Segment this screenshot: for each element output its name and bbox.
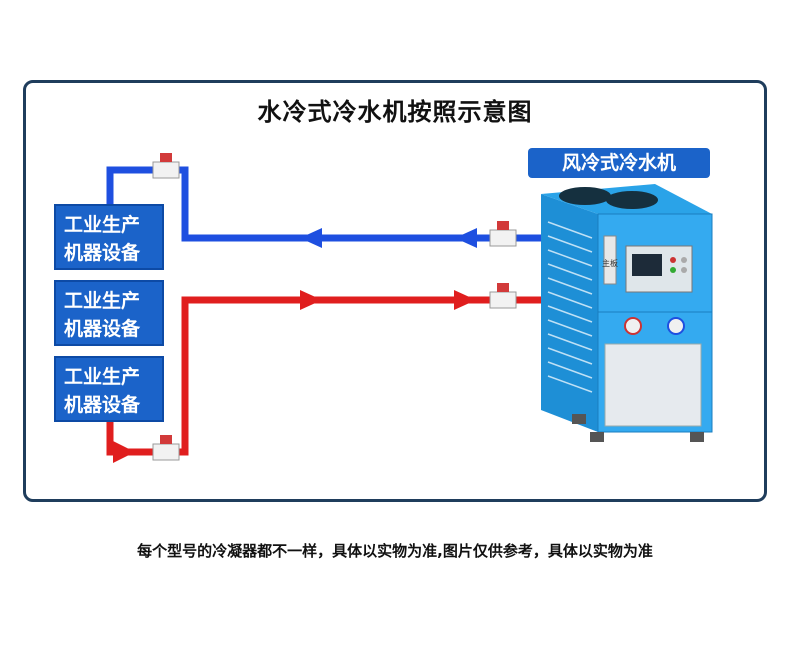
device-box-2: 工业生产 机器设备 — [54, 280, 164, 346]
return-pipe — [106, 290, 545, 463]
fan-left-icon — [559, 187, 611, 205]
control-display — [632, 254, 662, 276]
device-box-1: 工业生产 机器设备 — [54, 204, 164, 270]
valve-top-left — [152, 153, 180, 179]
supply-arrow-1 — [300, 228, 322, 248]
valve-return-right — [489, 283, 517, 309]
device-1-line1: 工业生产 — [64, 214, 141, 236]
device-2-line1: 工业生产 — [64, 290, 141, 312]
valve-bottom-left — [152, 435, 180, 461]
device-3-line1: 工业生产 — [64, 366, 141, 388]
supply-pipe — [106, 166, 545, 248]
device-2-line2: 机器设备 — [64, 318, 141, 340]
chiller-unit: 主板 — [541, 184, 713, 442]
supply-arrow-2 — [455, 228, 477, 248]
device-3-line2: 机器设备 — [64, 394, 141, 416]
device-1-line2: 机器设备 — [64, 242, 141, 264]
chiller-label: 风冷式冷水机 — [528, 148, 710, 178]
panel-label: 主板 — [602, 258, 618, 268]
valve-supply-right — [489, 221, 517, 247]
pressure-gauge-right-icon — [667, 317, 685, 335]
device-box-3: 工业生产 机器设备 — [54, 356, 164, 422]
return-arrow-1 — [300, 290, 322, 310]
pressure-gauge-left-icon — [624, 317, 642, 335]
return-arrow-3 — [113, 441, 135, 463]
return-arrow-2 — [454, 290, 476, 310]
fan-right-icon — [606, 191, 658, 209]
footnote: 每个型号的冷凝器都不一样，具体以实物为准,图片仅供参考，具体以实物为准 — [137, 542, 653, 560]
diagram-title: 水冷式冷水机按照示意图 — [257, 98, 533, 126]
